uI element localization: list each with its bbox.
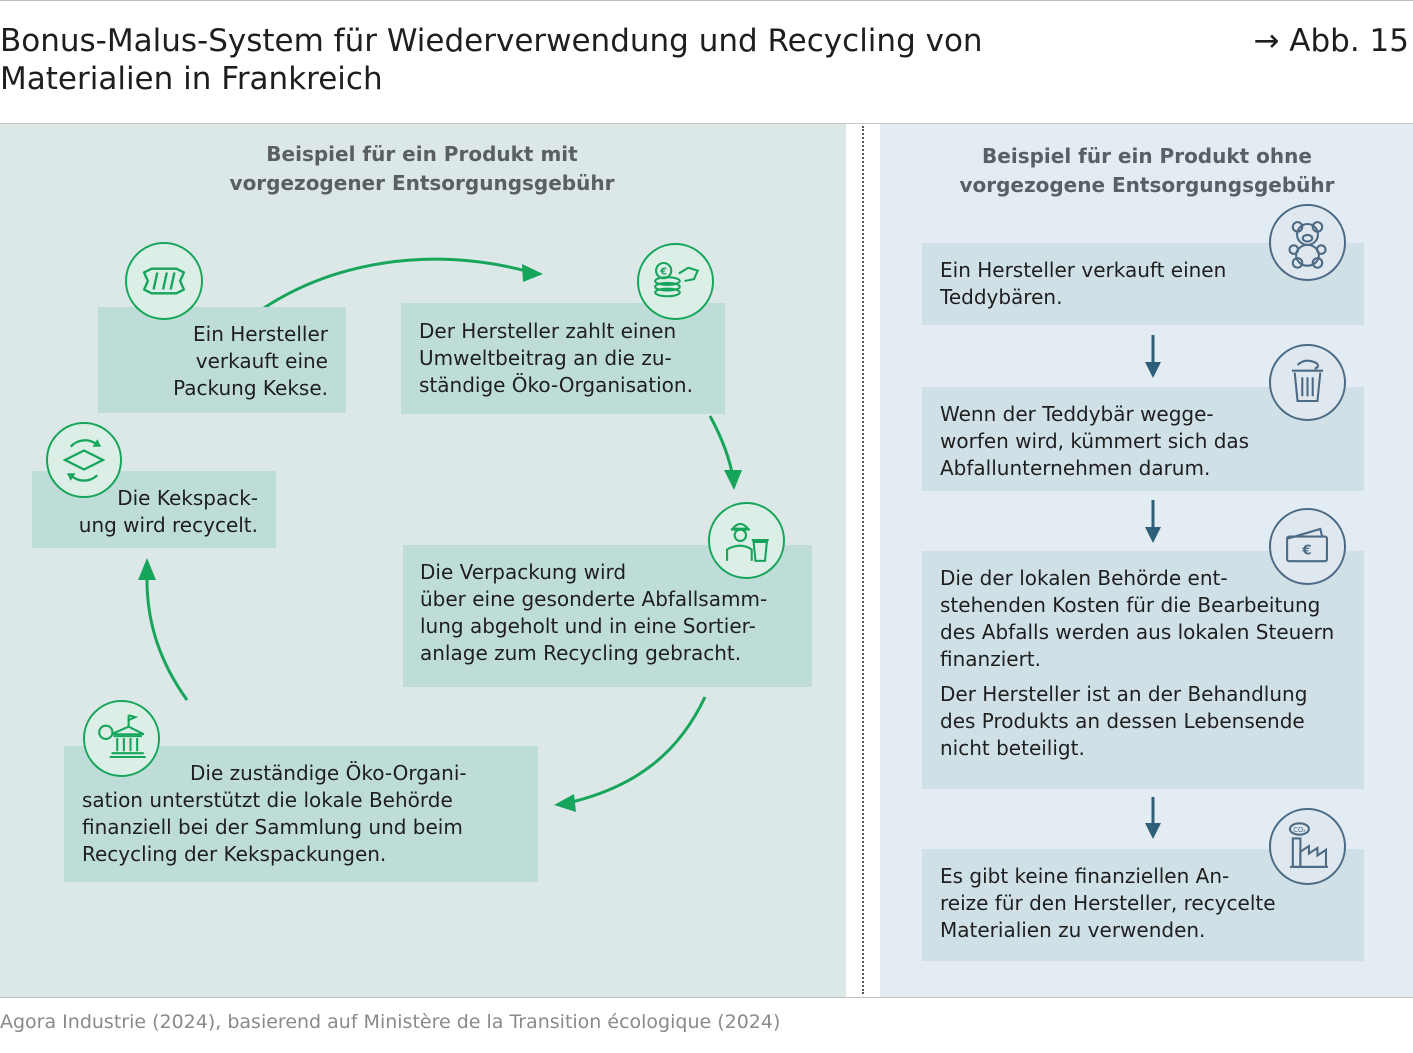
- factory-co2-icon: CO₂: [1269, 808, 1346, 885]
- step-text-line: Recycling der Kekspackungen.: [82, 842, 387, 866]
- step-text-line: Wenn der Teddybär wegge-: [940, 402, 1214, 426]
- arrow-step2-to-step3: [708, 415, 735, 479]
- money-payment-icon: €: [637, 243, 714, 320]
- waste-worker-icon: [708, 502, 785, 579]
- left-heading: Beispiel für ein Produkt mit vorgezogene…: [172, 140, 672, 198]
- figure-title: Bonus-Malus-System für Wiederverwendung …: [0, 23, 983, 97]
- step-text-line: Die zuständige Öko-Organi-: [190, 761, 467, 785]
- right-heading: Beispiel für ein Produkt ohne vorgezogen…: [897, 142, 1397, 200]
- teddy-bear-icon: [1269, 204, 1346, 281]
- cookie-package-icon: [125, 242, 203, 320]
- bottom-rule: [0, 997, 1413, 998]
- arrow-step3-to-step4: [571, 696, 707, 804]
- step-text-line: Materialien zu verwenden.: [940, 918, 1206, 942]
- step-text-line: reize für den Hersteller, recycelte: [940, 891, 1276, 915]
- arrowhead-right-2: [1145, 527, 1161, 543]
- step-authority-support: Die zuständige Öko-Organi- sation unters…: [64, 746, 538, 882]
- arrow-step1-to-step2: [257, 257, 531, 314]
- step-text-line: finanziell bei der Sammlung und beim: [82, 815, 463, 839]
- left-heading-line2: vorgezogener Entsorgungsgebühr: [229, 171, 615, 195]
- right-heading-line1: Beispiel für ein Produkt ohne: [982, 144, 1312, 168]
- step-text-line: stehenden Kosten für die Bearbeitung: [940, 593, 1321, 617]
- step-text-line: über eine gesonderte Abfallsamm-: [420, 587, 768, 611]
- step-text-line: worfen wird, kümmert sich das: [940, 429, 1250, 453]
- arrowhead-right-1: [1145, 362, 1161, 378]
- step-pay-contribution: Der Hersteller zahlt einen Umweltbeitrag…: [401, 303, 725, 414]
- step-text-line: Die der lokalen Behörde ent-: [940, 566, 1228, 590]
- right-heading-line2: vorgezogene Entsorgungsgebühr: [959, 173, 1335, 197]
- step-text-line: finanziert.: [940, 647, 1041, 671]
- step-text-line: ung wird recycelt.: [78, 513, 258, 537]
- arrowhead-step5: [138, 558, 156, 580]
- step-text-line: Umweltbeitrag an die zu-: [419, 346, 672, 370]
- step-no-incentives: Es gibt keine finanziellen An- reize für…: [922, 849, 1364, 961]
- panel-divider: [862, 126, 864, 994]
- euro-wallet-icon: €: [1269, 508, 1346, 585]
- step-recycled: Die Kekspack- ung wird recycelt.: [32, 471, 276, 548]
- recycling-icon: [46, 422, 122, 498]
- step-text-line: des Produkts an dessen Lebensende: [940, 709, 1305, 733]
- arrow-step4-to-step5: [145, 574, 189, 701]
- step-text-line: Der Hersteller zahlt einen: [419, 319, 677, 343]
- arrowhead-step3: [724, 470, 742, 490]
- step-text-line: ständige Öko-Organisation.: [419, 373, 693, 397]
- step-teddy-discarded: Wenn der Teddybär wegge- worfen wird, kü…: [922, 387, 1364, 491]
- step-text-line: anlage zum Recycling gebracht.: [420, 641, 742, 665]
- authority-building-icon: [83, 700, 160, 777]
- svg-text:CO₂: CO₂: [1293, 826, 1306, 834]
- header-rule: [0, 123, 1413, 124]
- arrowhead-step2: [522, 264, 543, 282]
- step-text-line: Die Kekspack-: [117, 486, 258, 510]
- step-text-line: Ein Hersteller verkauft einen: [940, 258, 1227, 282]
- top-rule: [0, 0, 1413, 1]
- step-text-line: des Abfalls werden aus lokalen Steuern: [940, 620, 1335, 644]
- step-text-line: sation unterstützt die lokale Behörde: [82, 788, 453, 812]
- arrowhead-step4: [554, 794, 576, 812]
- left-heading-line1: Beispiel für ein Produkt mit: [266, 142, 578, 166]
- step-sell-cookies: Ein Hersteller verkauft eine Packung Kek…: [98, 307, 346, 413]
- step-text-line: Abfallunternehmen darum.: [940, 456, 1211, 480]
- step-text-line: lung abgeholt und in eine Sortier-: [420, 614, 756, 638]
- svg-text:€: €: [659, 266, 667, 277]
- step-text-line: Packung Kekse.: [173, 376, 328, 400]
- step-text-line: Die Verpackung wird: [420, 560, 627, 584]
- trash-can-icon: [1269, 344, 1346, 421]
- step-text-line: verkauft eine: [195, 349, 328, 373]
- svg-text:€: €: [1301, 544, 1311, 559]
- step-text-line: nicht beteiligt.: [940, 736, 1085, 760]
- source-note: Agora Industrie (2024), basierend auf Mi…: [0, 1011, 781, 1033]
- step-text-line: Der Hersteller ist an der Behandlung: [940, 682, 1308, 706]
- step-text-line: Ein Hersteller: [193, 322, 328, 346]
- step-local-taxes: Die der lokalen Behörde ent- stehenden K…: [922, 551, 1364, 789]
- figure-reference: → Abb. 15: [1253, 23, 1409, 59]
- step-text-line: Es gibt keine finanziellen An-: [940, 864, 1230, 888]
- step-text-line: Teddybären.: [940, 285, 1063, 309]
- arrowhead-right-3: [1145, 823, 1161, 839]
